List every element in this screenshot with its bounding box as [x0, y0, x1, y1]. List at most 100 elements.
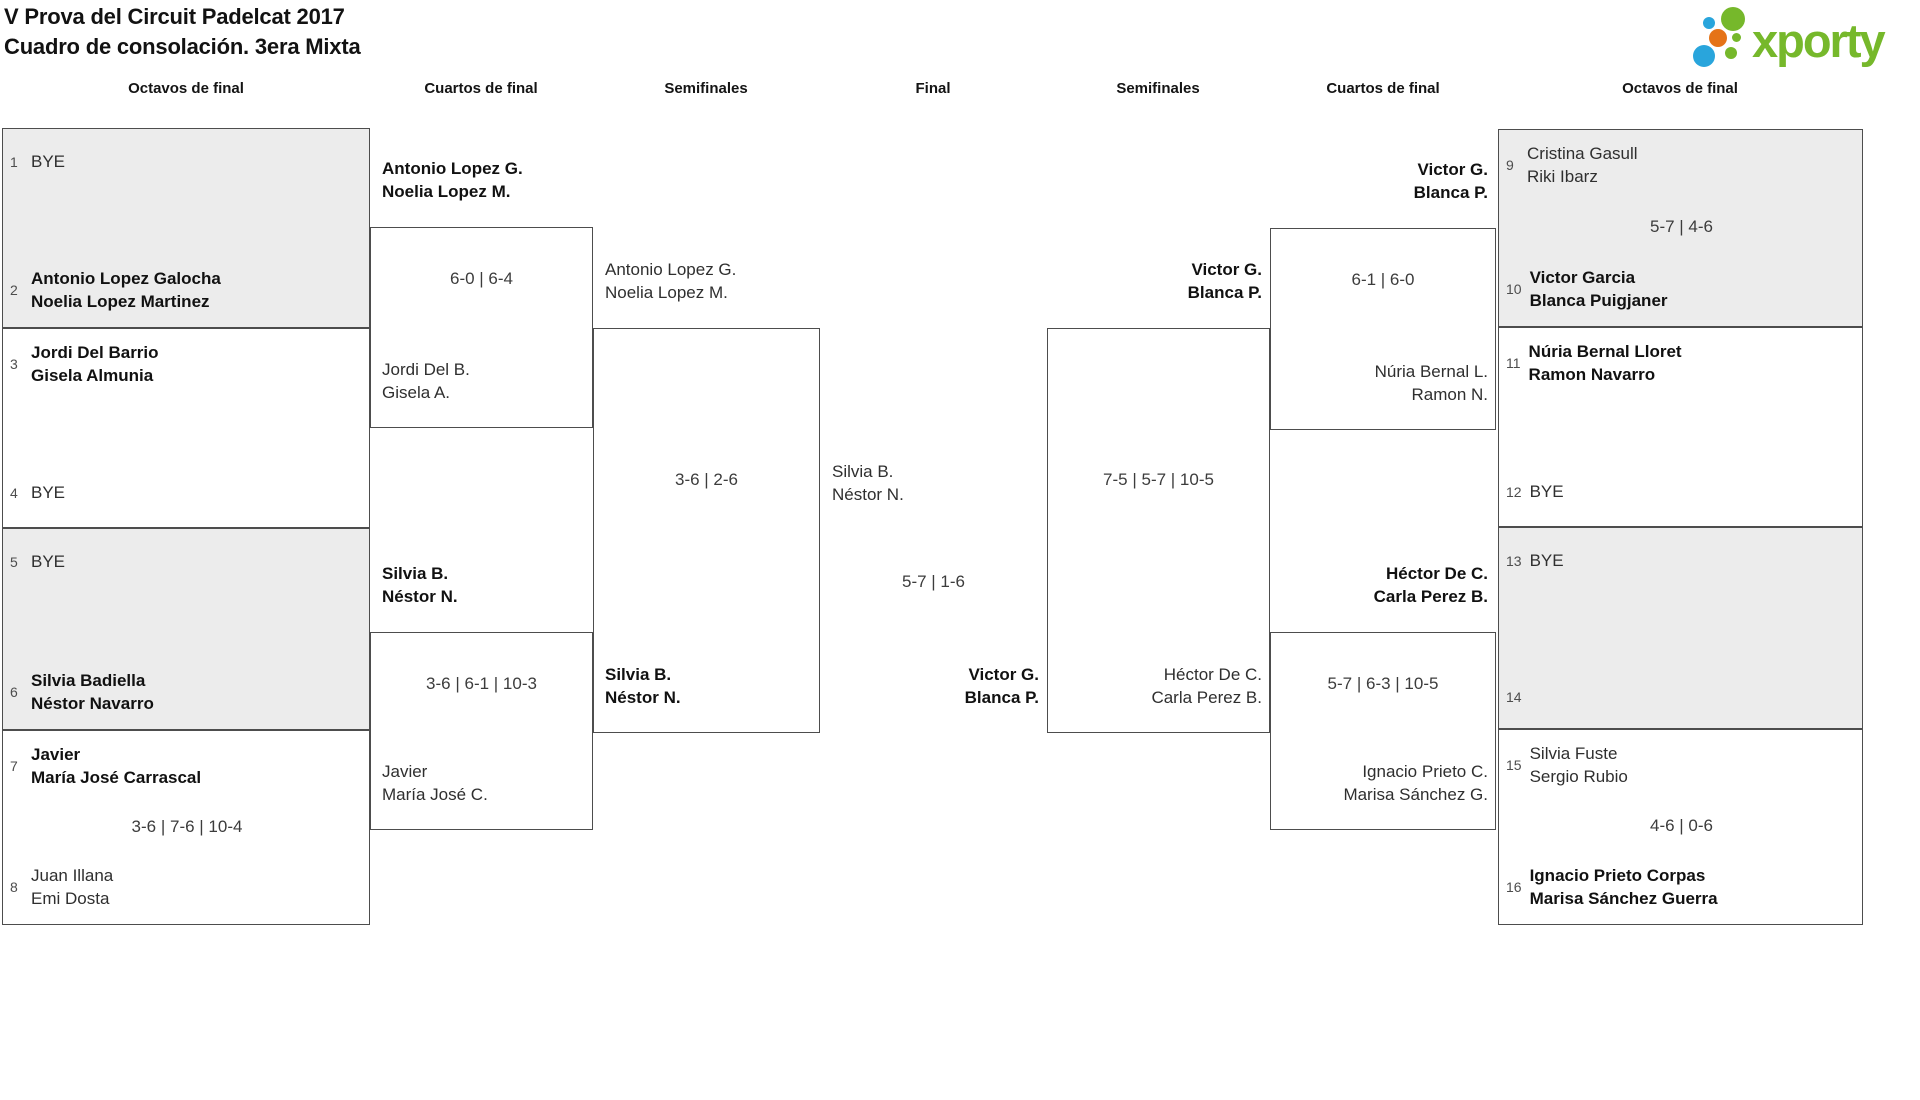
team-name-line: Javier: [31, 745, 81, 764]
match-score-semifinal_right: 7-5 | 5-7 | 10-5: [1103, 470, 1214, 489]
match-score-quarters_left.1: 3-6 | 6-1 | 10-3: [426, 674, 537, 693]
team-name-line: Marisa Sánchez G.: [1343, 785, 1488, 804]
match-score: 4-6 | 0-6: [1649, 816, 1714, 835]
match-box-quarters_right.0: [1270, 228, 1496, 430]
team-label-quarters_left.0-top: Antonio Lopez G.Noelia Lopez M.: [382, 157, 523, 203]
team-name-line: Noelia Lopez Martinez: [31, 292, 210, 311]
seed-number: 6: [10, 684, 18, 700]
seed-number: 1: [10, 153, 18, 170]
page-title: V Prova del Circuit Padelcat 2017 Cuadro…: [4, 2, 361, 62]
team-name-line: Emi Dosta: [31, 889, 110, 908]
team-name-line: Blanca Puigjaner: [1529, 291, 1668, 310]
logo-dot-green-big: [1721, 7, 1745, 31]
logo-dot-green-mid: [1732, 33, 1741, 42]
logo-dot-orange: [1709, 29, 1727, 47]
team-name: BYE: [1530, 480, 1564, 503]
team-name-line: Marisa Sánchez Guerra: [1529, 889, 1718, 908]
team-name-line: Blanca P.: [1187, 283, 1262, 302]
match-box-semifinal_left: [593, 328, 820, 733]
team-name: BYE: [31, 150, 65, 173]
team-name-line: Victor Garcia: [1529, 268, 1636, 287]
team-name-line: Gisela A.: [382, 383, 451, 402]
team-name-line: BYE: [31, 152, 66, 171]
team-name-line: María José Carrascal: [31, 768, 202, 787]
team-name-line: Núria Bernal Lloret: [1528, 342, 1682, 361]
team-name-line: Sergio Rubio: [1529, 767, 1628, 786]
seed-number: 11: [1506, 355, 1521, 371]
logo-dot-green-small: [1725, 47, 1737, 59]
round-header-2: Semifinales: [664, 80, 748, 97]
team-label-quarters_left.0-bottom: Jordi Del B. Gisela A.: [382, 358, 470, 404]
team-name-line: BYE: [31, 552, 66, 571]
seed-number: 9: [1506, 157, 1514, 173]
team-name-line: Néstor N.: [605, 688, 681, 707]
team-label-quarters_right.0-bottom: Núria Bernal L.Ramon N.: [1375, 360, 1488, 406]
round-header-0: Octavos de final: [128, 80, 244, 97]
team-name-line: Carla Perez B.: [1151, 688, 1262, 707]
round-header-4: Semifinales: [1116, 80, 1200, 97]
bracket-entry-seed-1: 1 BYE: [10, 150, 65, 173]
match-box-quarters_left.1: [370, 632, 593, 830]
team-name: BYE: [31, 481, 65, 504]
team-name-line: BYE: [1529, 551, 1564, 570]
team-name-line: Héctor De C.: [1163, 665, 1262, 684]
team-name-line: Núria Bernal L.: [1374, 362, 1488, 381]
team-name-line: BYE: [1529, 482, 1564, 501]
team-name-line: Noelia Lopez M.: [605, 283, 728, 302]
match-box-semifinal_right: [1047, 328, 1270, 733]
seed-number: 7: [10, 758, 18, 774]
round-header-1: Cuartos de final: [424, 80, 538, 97]
team-name-line: Silvia B.: [382, 564, 449, 583]
xporty-logo[interactable]: xporty: [1690, 0, 1920, 80]
team-label-quarters_right.1-top: Héctor De C.Carla Perez B.: [1374, 562, 1488, 608]
round-header-5: Cuartos de final: [1326, 80, 1440, 97]
match-score: 5-7 | 4-6: [1649, 217, 1714, 236]
match-score-quarters_right.1: 5-7 | 6-3 | 10-5: [1327, 674, 1439, 693]
seed-number: 12: [1506, 483, 1522, 500]
team-name-line: Blanca P.: [964, 688, 1039, 707]
team-label-quarters_right.1-bottom: Ignacio Prieto C.Marisa Sánchez G.: [1343, 760, 1488, 806]
team-name-line: Antonio Lopez Galocha: [31, 269, 221, 288]
team-label-quarters_left.1-top: Silvia B. Néstor N.: [382, 562, 458, 608]
team-name-line: Gisela Almunia: [31, 366, 154, 385]
logo-dot-blue-small: [1703, 17, 1715, 29]
round-header-3: Final: [915, 80, 951, 97]
team-name-line: Néstor N.: [382, 587, 458, 606]
logo-wordmark: xporty: [1752, 14, 1886, 67]
team-name-line: Silvia Fuste: [1529, 744, 1618, 763]
team-name-line: Antonio Lopez G.: [605, 260, 737, 279]
seed-number: 3: [10, 356, 18, 372]
match-box-quarters_right.1: [1270, 632, 1496, 830]
seed-number: 10: [1506, 281, 1522, 297]
team-name-line: Cristina Gasull: [1527, 144, 1638, 163]
team-label-semifinal_right-bottom: Héctor De C. Carla Perez B.: [1151, 663, 1262, 709]
team-name-line: Ignacio Prieto Corpas: [1529, 866, 1706, 885]
page-title-line2: Cuadro de consolación. 3era Mixta: [4, 34, 361, 59]
logo-dot-blue-big: [1693, 45, 1715, 67]
match-score: 3-6 | 7-6 | 10-4: [131, 816, 243, 836]
team-name-line: Jordi Del B.: [382, 360, 470, 379]
